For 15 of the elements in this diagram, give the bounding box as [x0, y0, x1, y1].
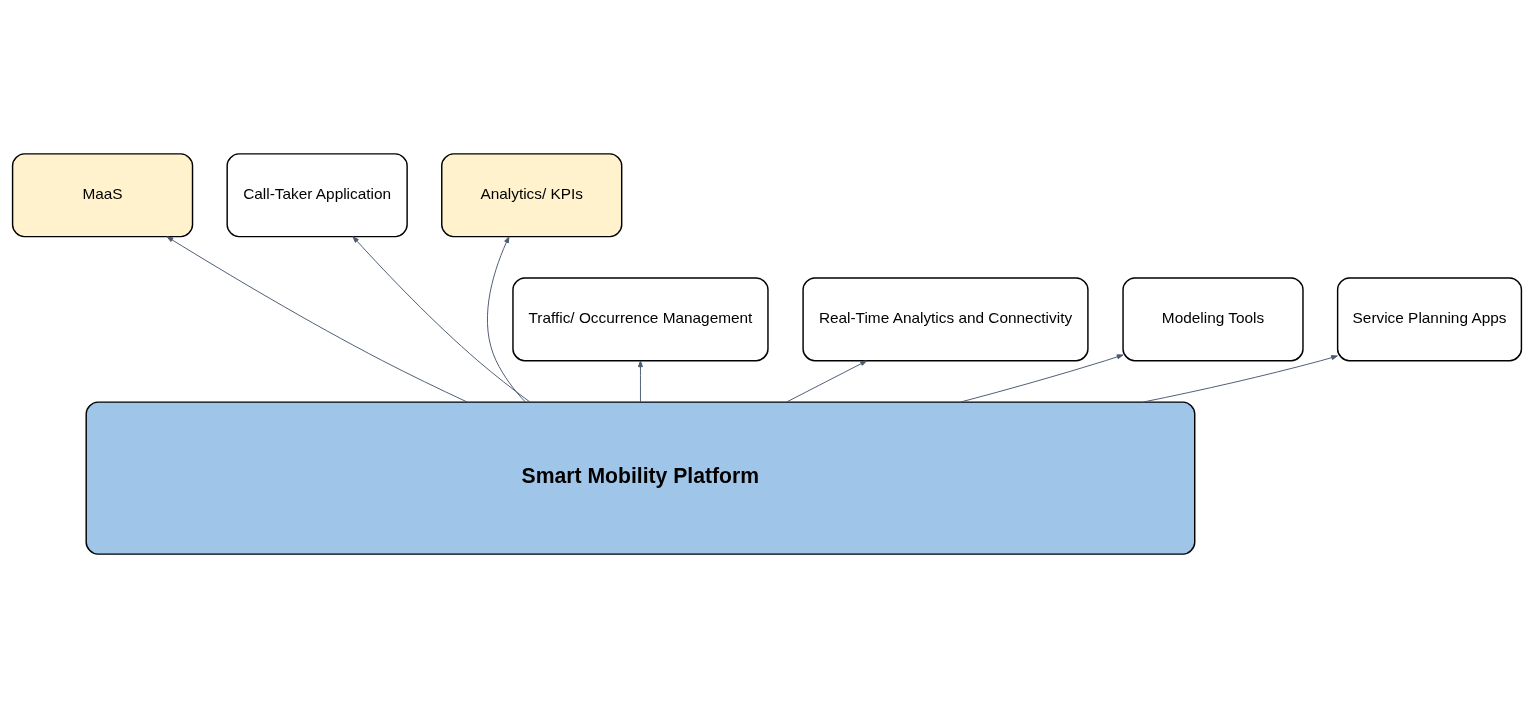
node-box: Traffic/ Occurrence Management [512, 277, 769, 362]
node-box: Service Planning Apps [1336, 277, 1523, 362]
arrow [352, 236, 531, 403]
arrow [1142, 355, 1338, 403]
arrow [786, 360, 867, 403]
node-box: Smart Mobility Platform [85, 401, 1196, 555]
node-box: Analytics/ KPIs [441, 153, 623, 238]
node-box: Modeling Tools [1122, 277, 1304, 362]
node-box: Call-Taker Application [226, 153, 408, 238]
arrow [486, 236, 526, 403]
node-box: MaaS [11, 153, 194, 238]
arrow [960, 354, 1124, 403]
arrow [637, 360, 643, 403]
arrow [166, 236, 468, 403]
node-box: Real-Time Analytics and Connectivity [802, 277, 1089, 362]
